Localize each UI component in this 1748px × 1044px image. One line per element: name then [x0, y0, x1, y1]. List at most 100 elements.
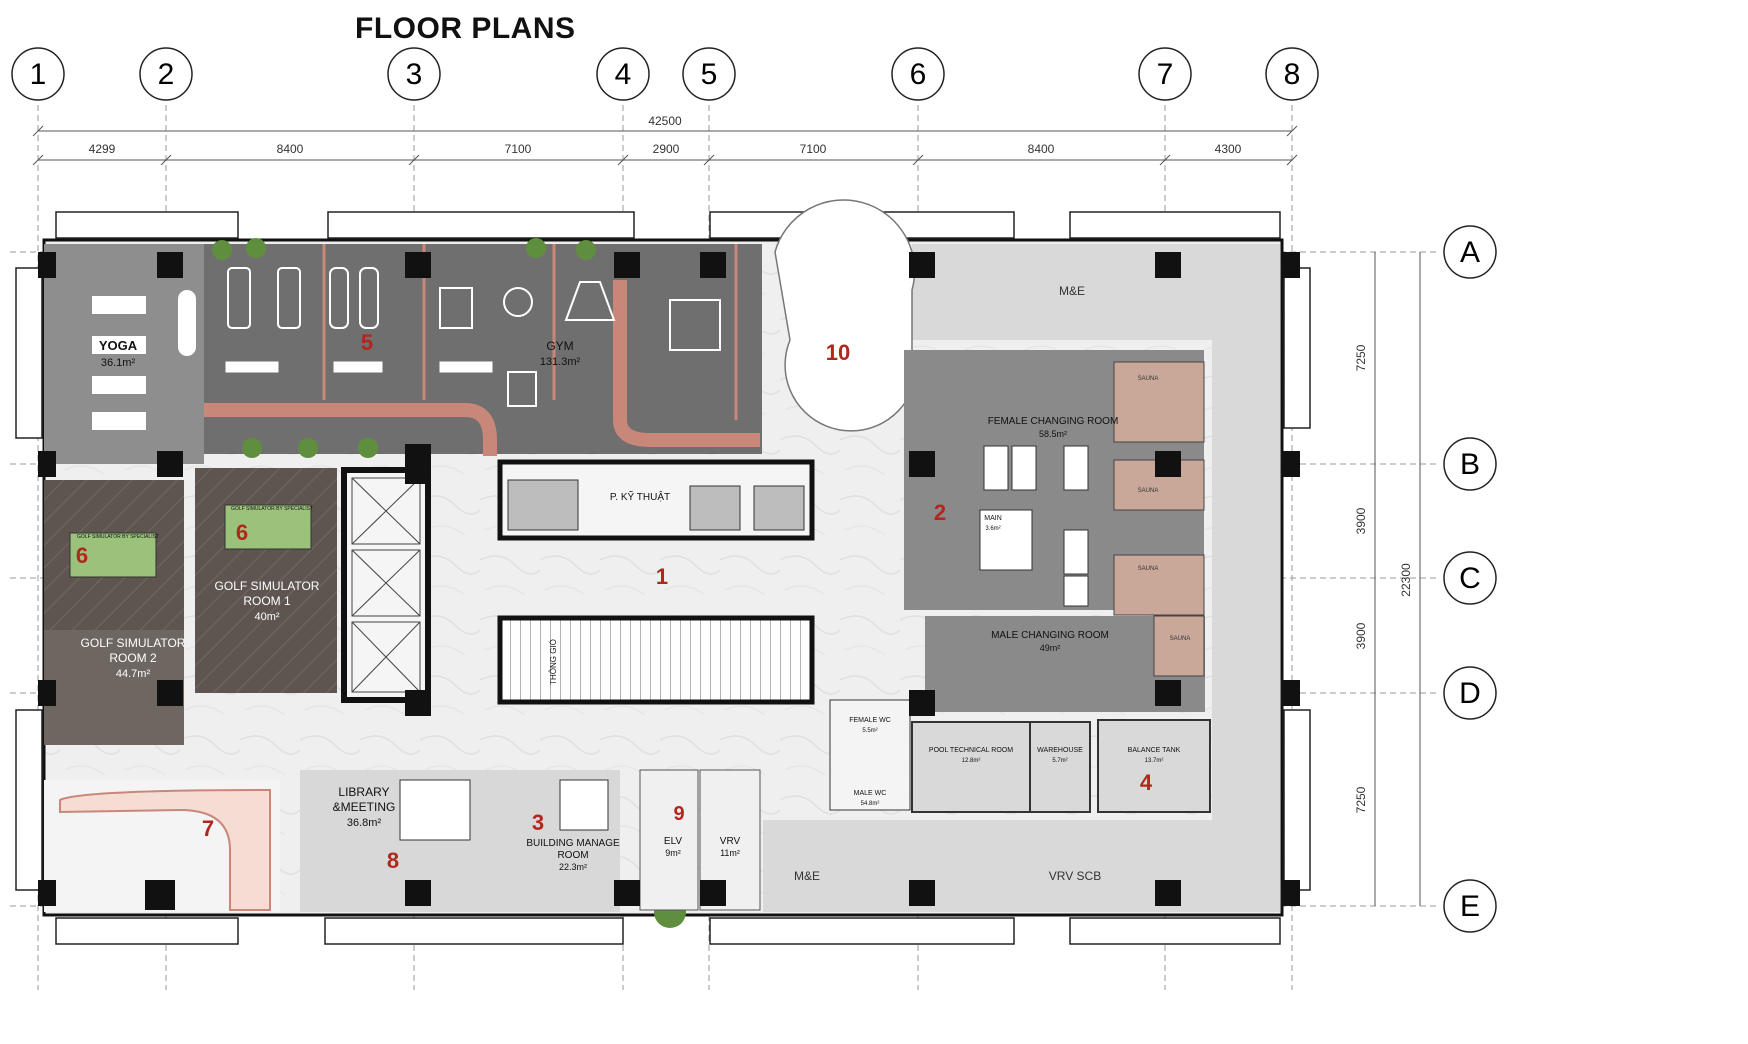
manage-desk: [559, 779, 609, 831]
sauna-label: SAUNA: [1138, 566, 1159, 572]
me-service-zone: [763, 244, 1280, 912]
golf1-name: GOLF SIMULATOR: [215, 579, 320, 593]
warehouse: [1029, 721, 1091, 813]
column-marker: 7: [1138, 47, 1192, 101]
svg-text:E: E: [1460, 890, 1480, 923]
male-wc-name: MALE WC: [854, 790, 887, 797]
gym-track-2: [613, 280, 760, 447]
male-wc-area: 54.8m²: [861, 801, 880, 807]
golf2-number: 6: [76, 543, 88, 568]
column-marker: 4: [596, 47, 650, 101]
svg-text:7: 7: [1157, 58, 1174, 91]
female-changing-area: 58.5m²: [1039, 429, 1067, 439]
vertical-dimension-labels: 7250 3900 3900 7250 22300: [1354, 344, 1413, 813]
lift-cars: [507, 479, 805, 531]
elevator-shafts: [351, 477, 421, 693]
golf1-number: 6: [236, 520, 248, 545]
library-name-2: &MEETING: [333, 800, 396, 814]
yoga-area: 36.1m²: [101, 357, 136, 369]
me-bottom-label: M&E: [794, 869, 820, 883]
golf1-name-2: ROOM 1: [243, 594, 291, 608]
dim-label: 7100: [800, 142, 827, 156]
dim-label: 7100: [505, 142, 532, 156]
gym-area: 131.3m²: [540, 356, 581, 368]
elv-room: [639, 769, 699, 911]
dim-label: 4299: [89, 142, 116, 156]
yoga-name: YOGA: [99, 338, 138, 353]
row-marker: D: [1443, 666, 1497, 720]
manage-area: 22.3m²: [559, 862, 587, 872]
golf-screen-1: [224, 504, 312, 550]
svg-text:7250: 7250: [1354, 786, 1368, 813]
balance-tank-number: 4: [1140, 770, 1153, 795]
main-wc-name: MAIN: [984, 515, 1002, 522]
wc-block: [829, 699, 911, 811]
dim-label: 8400: [1028, 142, 1055, 156]
male-changing-name: MALE CHANGING ROOM: [991, 630, 1109, 641]
golf1-screen-label: GOLF SIMULATOR BY SPECIALIST: [231, 506, 313, 512]
staircase: [497, 615, 815, 705]
yoga-mats: [92, 296, 146, 430]
svg-text:3900: 3900: [1354, 622, 1368, 649]
dim-label: 4300: [1215, 142, 1242, 156]
sauna-rooms: [1113, 361, 1205, 677]
golf2-name: GOLF SIMULATOR: [81, 636, 186, 650]
wc-stalls: [983, 445, 1089, 607]
technical-room-label: P. KỸ THUẬT: [610, 490, 670, 503]
vrv-scb-label: VRV SCB: [1049, 869, 1101, 883]
svg-text:1: 1: [30, 58, 47, 91]
manage-name: BUILDING MANAGE: [526, 838, 620, 849]
svg-text:6: 6: [910, 58, 927, 91]
pool-tech-name: POOL TECHNICAL ROOM: [929, 747, 1013, 754]
svg-text:3: 3: [406, 58, 423, 91]
golf1-area: 40m²: [254, 611, 279, 623]
library-name: LIBRARY: [338, 785, 389, 799]
gym-number: 5: [361, 330, 373, 355]
svg-text:4: 4: [615, 58, 632, 91]
balance-tank-area: 13.7m²: [1145, 758, 1164, 764]
warehouse-name: WAREHOUSE: [1037, 747, 1083, 754]
svg-text:7250: 7250: [1354, 344, 1368, 371]
horizontal-dimensions: [32, 125, 1298, 166]
svg-text:2: 2: [158, 58, 175, 91]
dim-label: 8400: [277, 142, 304, 156]
golf-screen-2: [69, 532, 157, 578]
svg-text:22300: 22300: [1399, 563, 1413, 597]
zone-2-number: 2: [934, 500, 946, 525]
row-markers: A B C D E: [1443, 225, 1497, 933]
column-marker: 6: [891, 47, 945, 101]
manage-name-2: ROOM: [557, 850, 588, 861]
row-marker: E: [1443, 879, 1497, 933]
svg-text:8: 8: [1284, 58, 1301, 91]
svg-text:5: 5: [701, 58, 718, 91]
vrv-area: 11m²: [720, 848, 740, 858]
column-marker: 8: [1265, 47, 1319, 101]
column-marker: 5: [682, 47, 736, 101]
golf2-area: 44.7m²: [116, 668, 151, 680]
sauna-label: SAUNA: [1138, 488, 1159, 494]
male-changing-area: 49m²: [1040, 643, 1061, 653]
warehouse-area: 5.7m²: [1052, 758, 1067, 764]
library-area: 36.8m²: [347, 817, 382, 829]
golf2-name-2: ROOM 2: [109, 651, 157, 665]
elv-name: ELV: [664, 836, 682, 847]
library-number: 8: [387, 848, 399, 873]
column-marker: 1: [11, 47, 65, 101]
vent-shaft-label: THÔNG GIÓ: [549, 639, 558, 685]
balance-tank: [1097, 719, 1211, 813]
window-frames: [15, 211, 1311, 945]
female-wc-name: FEMALE WC: [849, 717, 891, 724]
row-marker: A: [1443, 225, 1497, 279]
zone-7-number: 7: [202, 816, 214, 841]
row-marker: C: [1443, 551, 1497, 605]
manage-number: 3: [532, 810, 544, 835]
dimension-labels: 42500 4299 8400 7100 2900 7100 8400 4300: [89, 114, 1242, 156]
gym-name: GYM: [546, 339, 573, 353]
svg-text:C: C: [1459, 562, 1481, 595]
sauna-label: SAUNA: [1138, 376, 1159, 382]
yoga-bench: [178, 290, 196, 356]
pool-technical-room: [911, 721, 1031, 813]
me-top-label: M&E: [1059, 284, 1085, 298]
